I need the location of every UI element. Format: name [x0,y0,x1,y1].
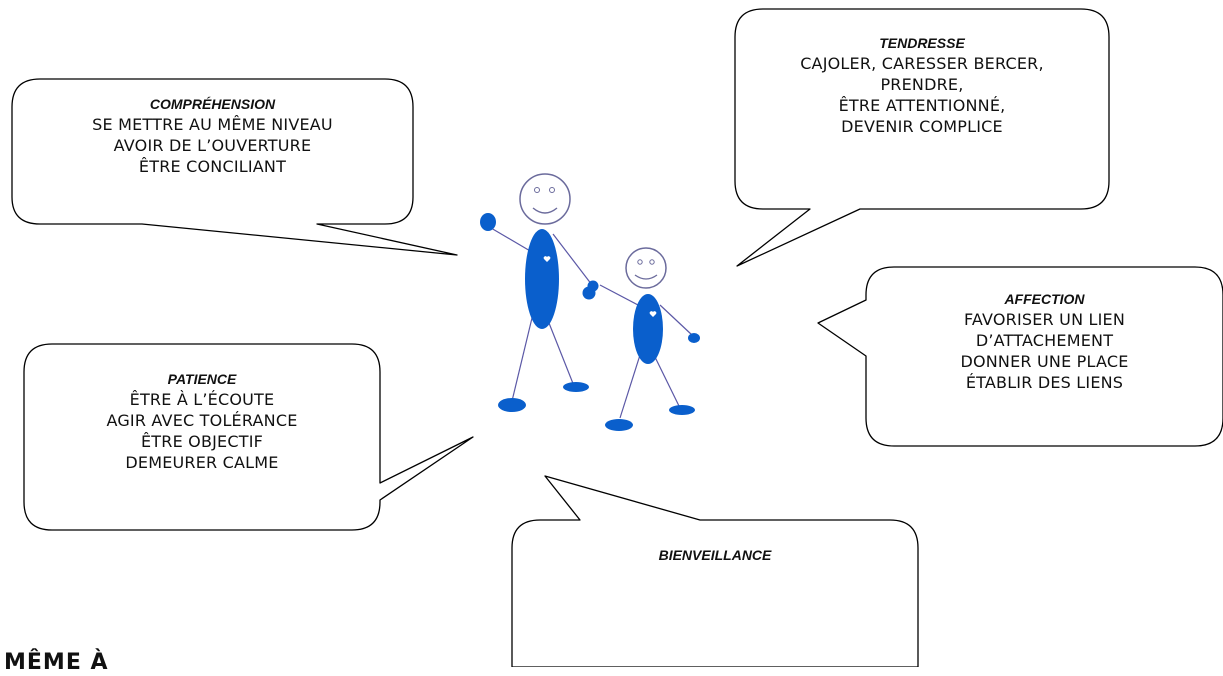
stick-figures [480,173,700,431]
child-right-hand [688,333,700,343]
bubble-comprehension-line: AVOIR DE L’OUVERTURE [113,136,312,155]
bubble-affection-line: ÉTABLIR DES LIENS [965,373,1124,392]
bubble-patience-title: PATIENCE [167,371,237,387]
bubble-comprehension-shape [11,78,458,256]
bubble-tendresse-line: CAJOLER, CARESSER BERCER, [800,54,1044,73]
adult-head [519,173,571,225]
adult-heart-icon [543,256,551,262]
adult-left-hand [480,213,496,231]
child-heart-icon [649,311,657,317]
bubble-bienveillance-title: BIENVEILLANCE [658,547,772,563]
bubble-comprehension-title: COMPRÉHENSION [149,96,276,112]
bubble-affection-line: D’ATTACHEMENT [975,331,1114,350]
bubble-comprehension: COMPRÉHENSION SE METTRE AU MÊME NIVEAU A… [12,94,413,177]
bubble-comprehension-line: ÊTRE CONCILIANT [138,157,287,176]
bubble-bienveillance: BIENVEILLANCE [512,545,918,565]
bubble-patience: PATIENCE ÊTRE À L’ÉCOUTE AGIR AVEC TOLÉR… [24,369,380,473]
adult-right-foot [563,382,589,392]
bubble-affection: AFFECTION FAVORISER UN LIEN D’ATTACHEMEN… [866,289,1223,393]
bubble-affection-line: DONNER UNE PLACE [960,352,1129,371]
child-figure [599,284,693,419]
child-right-foot [669,405,695,415]
bubble-tendresse: TENDRESSE CAJOLER, CARESSER BERCER, PREN… [735,33,1109,137]
bubble-tendresse-line: ÊTRE ATTENTIONNÉ, [838,96,1006,115]
adult-left-eye [534,187,540,193]
bubble-patience-shape [23,343,474,531]
bubble-affection-title: AFFECTION [1004,291,1085,307]
child-head [625,247,667,289]
child-left-eye [637,259,643,265]
bubble-patience-line: ÊTRE OBJECTIF [140,432,264,451]
bubble-tendresse-line: PRENDRE, [880,75,964,94]
child-left-hand [582,286,596,300]
bubble-bienveillance-shape [511,475,919,667]
child-right-eye [649,259,655,265]
adult-right-eye [549,187,555,193]
child-smile [634,274,658,280]
child-left-foot [605,419,633,431]
bubble-patience-line: DEMEURER CALME [125,453,279,472]
bubble-affection-line: FAVORISER UN LIEN [963,310,1126,329]
bubble-tendresse-title: TENDRESSE [879,35,965,51]
bubble-patience-line: ÊTRE À L’ÉCOUTE [129,390,275,409]
child-body [633,294,663,364]
bubble-affection-shape [817,266,1223,447]
partial-heading: MÊME À [4,650,109,675]
bubble-comprehension-line: SE METTRE AU MÊME NIVEAU [92,115,333,134]
bubble-tendresse-line: DEVENIR COMPLICE [841,117,1003,136]
adult-left-foot [498,398,526,412]
adult-body [525,229,559,329]
bubble-patience-line: AGIR AVEC TOLÉRANCE [106,411,298,430]
bubble-tendresse-shape [734,8,1110,267]
adult-smile [532,207,558,214]
